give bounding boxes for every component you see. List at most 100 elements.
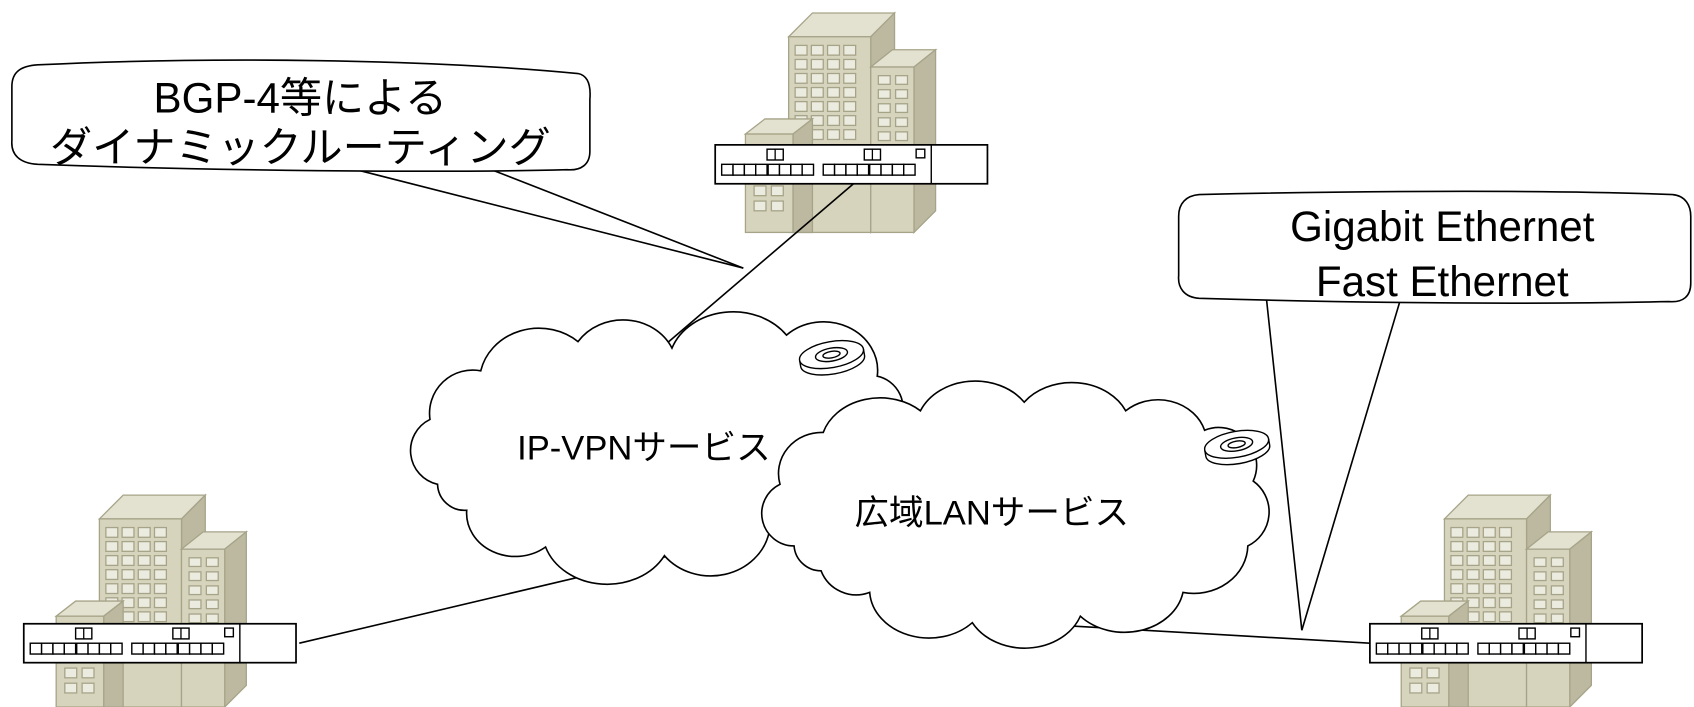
left-site-building-icon [54,493,249,707]
router-port [856,163,870,176]
building-window [1482,569,1496,581]
building-window [205,613,219,624]
building-window [1533,571,1547,582]
building-window [188,613,202,624]
building-window [1466,569,1480,581]
building-window [205,557,219,568]
building-window [105,526,119,538]
building-window [153,597,168,609]
building-window [1466,597,1480,609]
router-icon-core [1227,440,1246,449]
router-port [778,163,792,176]
router-port [165,642,178,655]
router-port [1499,642,1513,655]
building-window [1482,526,1496,538]
router-port [29,642,43,655]
routing-callout-tail-left [347,166,744,269]
building-window [1466,526,1480,538]
building-window [188,599,202,610]
building-window [794,44,808,56]
building-window [877,117,891,128]
interface-callout-tail-left [1265,296,1303,631]
building-window [794,100,808,112]
router-port [845,163,858,176]
router-status-led [915,148,926,159]
routing-callout-box [11,59,591,173]
building-window [810,58,824,70]
router-port [87,642,101,655]
building-window [153,583,168,595]
router-port [1422,642,1435,655]
building-window [843,115,857,127]
router-port [188,642,202,655]
building-window [121,569,135,581]
building-window [826,58,841,70]
router-port [880,163,894,176]
building-window [1550,557,1564,568]
router-port [868,163,882,176]
right-site-building-icon [1399,493,1594,707]
building-window [753,185,767,197]
building-window [1498,611,1513,623]
building-window [137,555,151,567]
building-window [826,100,841,112]
building-window [810,72,824,84]
router-port [767,163,781,176]
building-window [810,100,824,112]
building-window [843,44,857,56]
router-port [755,163,768,176]
interface-callout-box [1177,190,1692,304]
router-port [153,642,167,655]
router-port [177,642,191,655]
building-window [894,117,909,128]
router-port [1511,642,1525,655]
building-window [1550,613,1564,624]
router-port [98,642,112,655]
wide-lan-cloud-label: 広域LANサービス [854,494,1129,532]
router-port [1398,642,1412,655]
router-port [1557,642,1571,655]
building-window [137,597,151,609]
building-window [877,131,891,142]
router-port [1535,642,1548,655]
building-annex-side [913,48,937,234]
building-window [1498,540,1513,552]
ipvpn-router-icon [798,339,866,376]
building-window [1550,599,1564,610]
router-port [891,163,905,176]
building-window [770,185,784,197]
building-window [810,115,824,127]
building-window [826,44,841,56]
router-port [903,163,916,176]
building-window [843,100,857,112]
building-window [137,583,151,595]
router-port [211,642,225,655]
ipvpn-cloud-label: IP-VPNサービス [517,429,771,467]
router-port [1456,642,1469,655]
building-window [105,540,119,552]
building-window [1450,526,1464,538]
building-window [64,667,78,679]
building-window [810,44,824,56]
interface-callout-line2: Fast Ethernet [1316,258,1569,305]
building-window [1498,526,1513,538]
router-port [743,163,757,176]
router-port [1433,642,1447,655]
building-window [188,585,202,596]
router-port [63,642,77,655]
building-window [810,86,824,98]
building-annex-side [224,530,247,707]
router-port [1444,642,1458,655]
building-window [1482,555,1496,567]
interface-callout: Gigabit Ethernet Fast Ethernet [1177,190,1692,631]
building-window [137,540,151,552]
routing-callout: BGP-4等による ダイナミックルーティング [11,59,744,269]
building-annex-side [1569,530,1593,707]
router-port [1523,642,1537,655]
top-site-link [660,183,855,349]
wide-lan-cloud: 広域LANサービス [760,380,1271,649]
building-window [843,129,857,141]
building-window [877,89,891,100]
building-window [1466,583,1480,595]
building-window [121,597,135,609]
